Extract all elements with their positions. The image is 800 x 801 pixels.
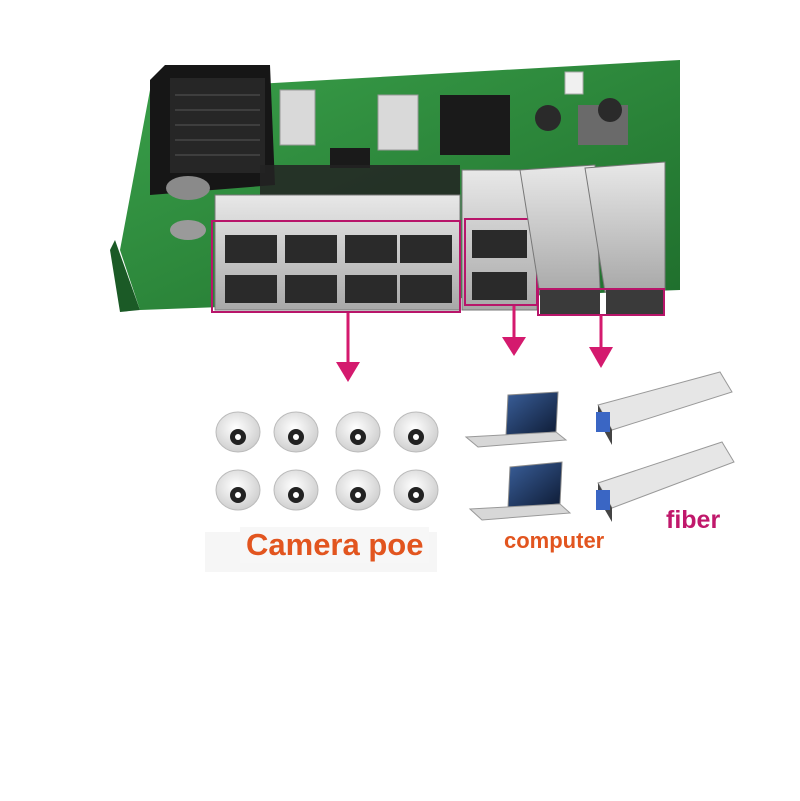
camera-icon <box>335 469 381 511</box>
arrow-to-cameras <box>336 313 360 382</box>
dome-cameras <box>215 411 439 511</box>
arrow-to-fiber <box>589 315 613 368</box>
camera-icon <box>215 469 261 511</box>
camera-ports-highlight <box>211 220 461 313</box>
laptop-icon <box>464 391 568 448</box>
arrow-to-computers <box>502 306 526 356</box>
fiber-label: fiber <box>666 506 721 534</box>
heatsink <box>279 71 628 151</box>
camera-icon <box>215 411 261 453</box>
laptop-icon <box>468 461 572 521</box>
switch-chip <box>440 95 510 155</box>
rj45-8port-block <box>211 194 461 313</box>
camera-poe-label: Camera poe <box>240 527 430 563</box>
camera-icon <box>393 469 439 511</box>
camera-icon <box>393 411 439 453</box>
poe-module <box>150 65 275 240</box>
sfp-module-icon <box>596 441 735 522</box>
camera-icon <box>335 411 381 453</box>
sfp-module-icon <box>596 371 733 445</box>
computer-label: computer <box>504 528 605 553</box>
sfp-cages <box>519 161 666 316</box>
camera-icon <box>273 411 319 453</box>
camera-icon <box>273 469 319 511</box>
